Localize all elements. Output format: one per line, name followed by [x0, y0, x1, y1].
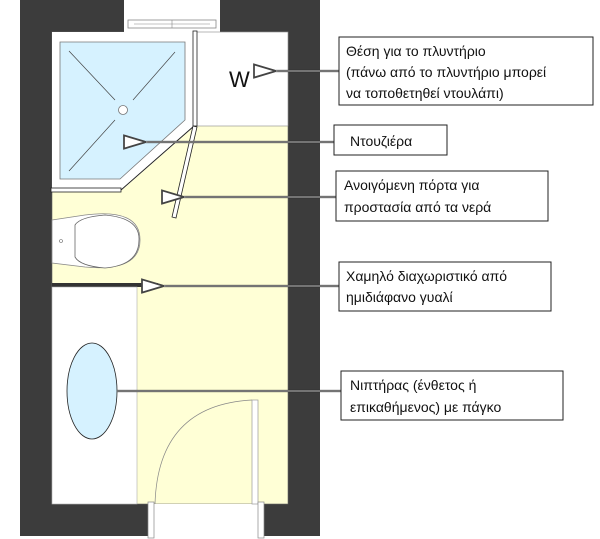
callout-text: Χαμηλό διαχωριστικό από: [346, 268, 507, 284]
toilet: [51, 213, 141, 269]
callout-text: Ντουζιέρα: [350, 133, 412, 149]
vanity-counter: [51, 286, 138, 505]
callout-text: να τοποθετηθεί ντουλάπι): [346, 85, 504, 101]
leader-lines: [117, 71, 341, 393]
glass-partition: [52, 283, 158, 287]
callout-text: ημιδιάφανο γυαλί: [346, 289, 453, 305]
callout-text: Ανοιγόμενη πόρτα για: [344, 177, 479, 193]
callout-partition: Χαμηλό διαχωριστικό από ημιδιάφανο γυαλί: [338, 261, 552, 312]
callout-text: Νιπτήρας (ένθετος ή: [350, 377, 476, 393]
shower: [50, 32, 195, 193]
callout-door: Ανοιγόμενη πόρτα για προστασία από τα νε…: [335, 170, 549, 222]
callout-text: Θέση για το πλυντήριο: [346, 43, 486, 59]
callout-sink: Νιπτήρας (ένθετος ή επικαθήμενος) με πάγ…: [340, 370, 564, 421]
sink-basin: [66, 342, 118, 440]
window: [127, 19, 217, 29]
callout-text: (πάνω από το πλυντήριο μπορεί: [346, 64, 546, 80]
callout-washer: Θέση για το πλυντήριο (πάνω από το πλυντ…: [338, 36, 594, 106]
callout-text: προστασία από τα νερά: [344, 199, 491, 215]
washer-mark: W: [229, 67, 250, 92]
callout-text: επικαθήμενος) με πάγκο: [350, 399, 501, 415]
callout-shower: Ντουζιέρα: [333, 124, 448, 156]
washer-area: W: [194, 31, 289, 127]
drain-icon: [118, 105, 128, 115]
entrance-door[interactable]: [147, 399, 265, 539]
glass-wall: [192, 30, 198, 127]
